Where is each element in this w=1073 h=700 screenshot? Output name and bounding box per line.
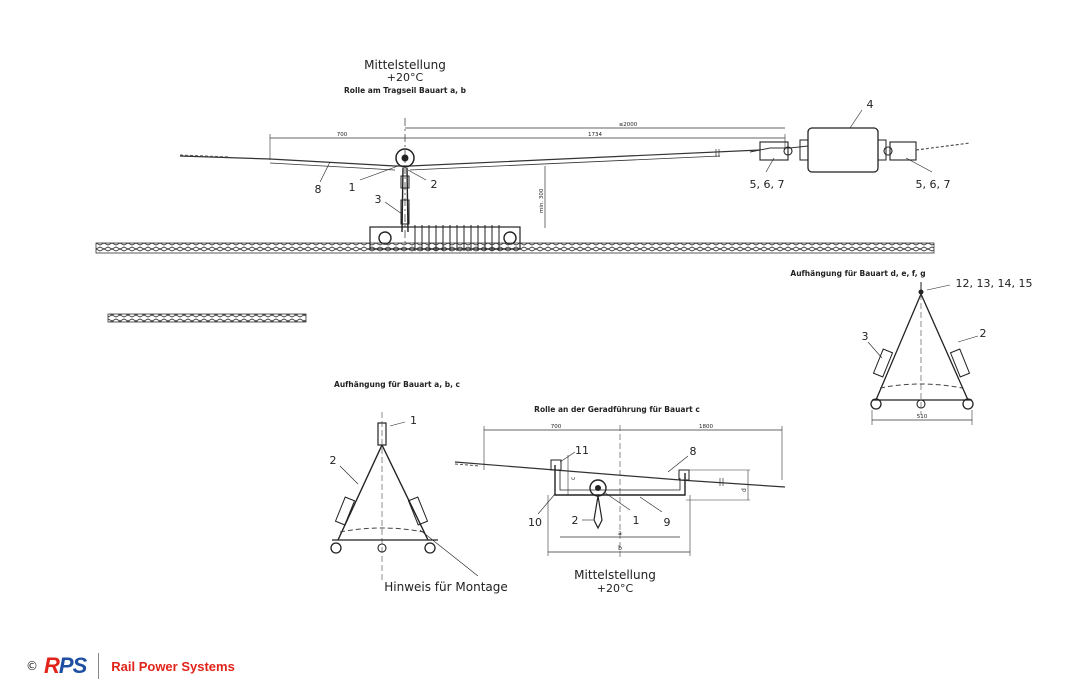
- dim-1734: 1734: [588, 132, 602, 138]
- callout-9: 9: [664, 516, 671, 529]
- copyright-symbol: ©: [26, 659, 38, 673]
- callout-567-left: 5, 6, 7: [750, 178, 785, 191]
- rps-logo: RPS: [44, 653, 87, 679]
- center-detail-title: Rolle an der Geradführung für Bauart c: [534, 405, 700, 414]
- pulley-icon: [395, 148, 415, 168]
- center-wire: [454, 461, 786, 488]
- center-temp: +20°C: [597, 582, 634, 595]
- top-main-view: Mittelstellung +20°C Rolle am Tragseil B…: [95, 58, 971, 323]
- company-name: Rail Power Systems: [111, 658, 235, 674]
- callout-left-2: 2: [330, 454, 337, 467]
- center-dim-1800: 1800: [699, 424, 713, 430]
- montage-note: Hinweis für Montage: [384, 580, 508, 594]
- v-hanger-right: [875, 293, 969, 401]
- top-temp: +20°C: [387, 71, 424, 84]
- logo-r: R: [44, 653, 60, 678]
- footer: © RPS Rail Power Systems: [26, 652, 235, 680]
- dim-2000: ≤2000: [619, 122, 638, 128]
- callout-center-8: 8: [690, 445, 697, 458]
- right-detail-title: Aufhängung für Bauart d, e, f, g: [790, 269, 925, 278]
- left-detail-title: Aufhängung für Bauart a, b, c: [334, 380, 460, 389]
- guide-frame: [554, 465, 686, 496]
- dim-min300: min. 300: [539, 188, 545, 213]
- dim-a: a: [618, 530, 622, 537]
- callout-1: 1: [349, 181, 356, 194]
- dim-700: 700: [337, 132, 348, 138]
- left-detail-view: Aufhängung für Bauart a, b, c 1 2 Hinwei…: [330, 380, 508, 594]
- v-hanger-left: [337, 444, 429, 541]
- center-dim-700: 700: [551, 424, 562, 430]
- dim-510: 510: [917, 414, 928, 420]
- dim-b: b: [618, 545, 622, 552]
- callout-center-2: 2: [572, 514, 579, 527]
- callout-10: 10: [528, 516, 542, 529]
- center-state: Mittelstellung: [574, 568, 656, 582]
- center-detail-view: Rolle an der Geradführung für Bauart c 7…: [454, 405, 786, 595]
- logo-divider: [98, 653, 100, 679]
- contact-wire-rail: [95, 242, 935, 254]
- right-detail-view: Aufhängung für Bauart d, e, f, g 510 12,…: [790, 269, 1032, 425]
- callout-567-right: 5, 6, 7: [916, 178, 951, 191]
- top-title: Mittelstellung: [364, 58, 446, 72]
- callout-12-15: 12, 13, 14, 15: [956, 277, 1033, 290]
- technical-drawing: Mittelstellung +20°C Rolle am Tragseil B…: [95, 58, 1032, 595]
- callout-4: 4: [867, 98, 874, 111]
- top-subtitle: Rolle am Tragseil Bauart a, b: [344, 86, 467, 95]
- logo-ps: PS: [58, 653, 87, 678]
- callout-2: 2: [431, 178, 438, 191]
- tensioner-body: [807, 127, 879, 173]
- dim-c: c: [570, 477, 577, 480]
- callout-right-2: 2: [980, 327, 987, 340]
- contact-wire-segment: [107, 313, 307, 323]
- callout-3: 3: [375, 193, 382, 206]
- callout-right-3: 3: [862, 330, 869, 343]
- callout-11: 11: [575, 444, 589, 457]
- callout-center-1: 1: [633, 514, 640, 527]
- callout-8: 8: [315, 183, 322, 196]
- dim-d: d: [741, 488, 748, 492]
- callout-left-1: 1: [410, 414, 417, 427]
